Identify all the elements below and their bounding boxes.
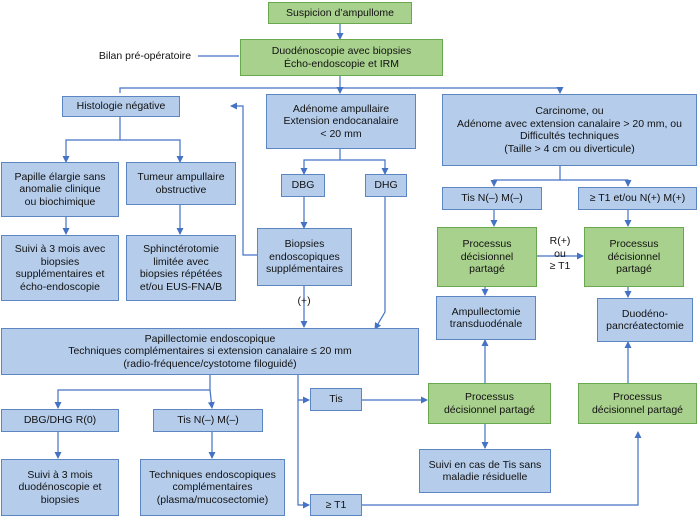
- node-processus-right: Processus décisionnel partagé: [584, 227, 684, 287]
- edge-carcinome-right: [560, 179, 632, 187]
- node-suivi-3mois-duodeno: Suivi à 3 mois duodénoscopie et biopsies: [1, 459, 119, 516]
- node-suivi-3mois-biopsies: Suivi à 3 mois avec biopsies supplémenta…: [1, 235, 119, 301]
- node-ampullectomie: Ampullectomie transduodénale: [436, 296, 536, 340]
- label-r-plus: R(+) ou ≥ T1: [549, 235, 571, 272]
- node-adenome: Adénome ampullaire Extension endocanalai…: [266, 94, 416, 149]
- label-bilan-preop: Bilan pré-opératoire: [98, 50, 192, 62]
- node-techniques-endo: Techniques endoscopiques complémentaires…: [140, 459, 285, 516]
- node-bilan-exams: Duodénoscopie avec biopsies Écho-endosco…: [240, 39, 443, 76]
- node-histologie-negative: Histologie négative: [62, 96, 180, 117]
- edge-adenome-split: [300, 149, 341, 175]
- node-papillectomie: Papillectomie endoscopique Techniques co…: [1, 328, 419, 375]
- node-processus-bottom-right: Processus décisionnel partagé: [578, 383, 697, 424]
- edge-histo-split: [62, 116, 121, 163]
- edge-papil-tis-right: [297, 375, 310, 404]
- node-t1-nm-plus: ≥ T1 et/ou N(+) M(+): [578, 187, 697, 210]
- node-suivi-tis: Suivi en cas de Tis sans maladie résidue…: [419, 449, 551, 493]
- node-papille-elargie: Papille élargie sans anomalie clinique o…: [1, 162, 119, 217]
- node-tis-n-m-bottom: Tis N(–) M(–): [153, 409, 263, 432]
- node-carcinome: Carcinome, ou Adénome avec extension can…: [442, 94, 697, 166]
- node-processus-left: Processus décisionnel partagé: [437, 227, 537, 287]
- edge-papil-tis: [207, 389, 215, 409]
- node-tis: Tis: [310, 388, 362, 411]
- label-plus: (+): [297, 295, 311, 307]
- node-processus-mid: Processus décisionnel partagé: [428, 383, 551, 424]
- node-tis-n-m: Tis N(–) M(–): [442, 187, 542, 210]
- node-dbg: DBG: [281, 174, 325, 197]
- edge-bilan-split: [119, 87, 564, 94]
- node-sphincterotomie: Sphinctérotomie limitée avec biopsies ré…: [126, 235, 236, 301]
- node-tumeur-obstructive: Tumeur ampullaire obstructive: [126, 162, 236, 205]
- node-biopsies-supp: Biopsies endoscopiques supplémentaires: [257, 228, 352, 286]
- node-duodeno-pancreatectomie: Duodéno- pancréatectomie: [597, 298, 693, 342]
- edge-carcinome-split: [490, 166, 561, 187]
- node-dbg-dhg-r0: DBG/DHG R(0): [1, 409, 119, 432]
- node-t1-bottom: ≥ T1: [310, 494, 362, 516]
- node-suspicion: Suspicion d’ampullome: [268, 2, 412, 24]
- edge-adenome-dhg: [340, 159, 389, 175]
- edge-papil-dbg: [54, 375, 211, 409]
- edge-papil-t1: [297, 400, 310, 509]
- node-dhg: DHG: [365, 174, 407, 197]
- edge-histo-right: [120, 139, 184, 163]
- edge-dhg-papillectomie: [374, 197, 386, 330]
